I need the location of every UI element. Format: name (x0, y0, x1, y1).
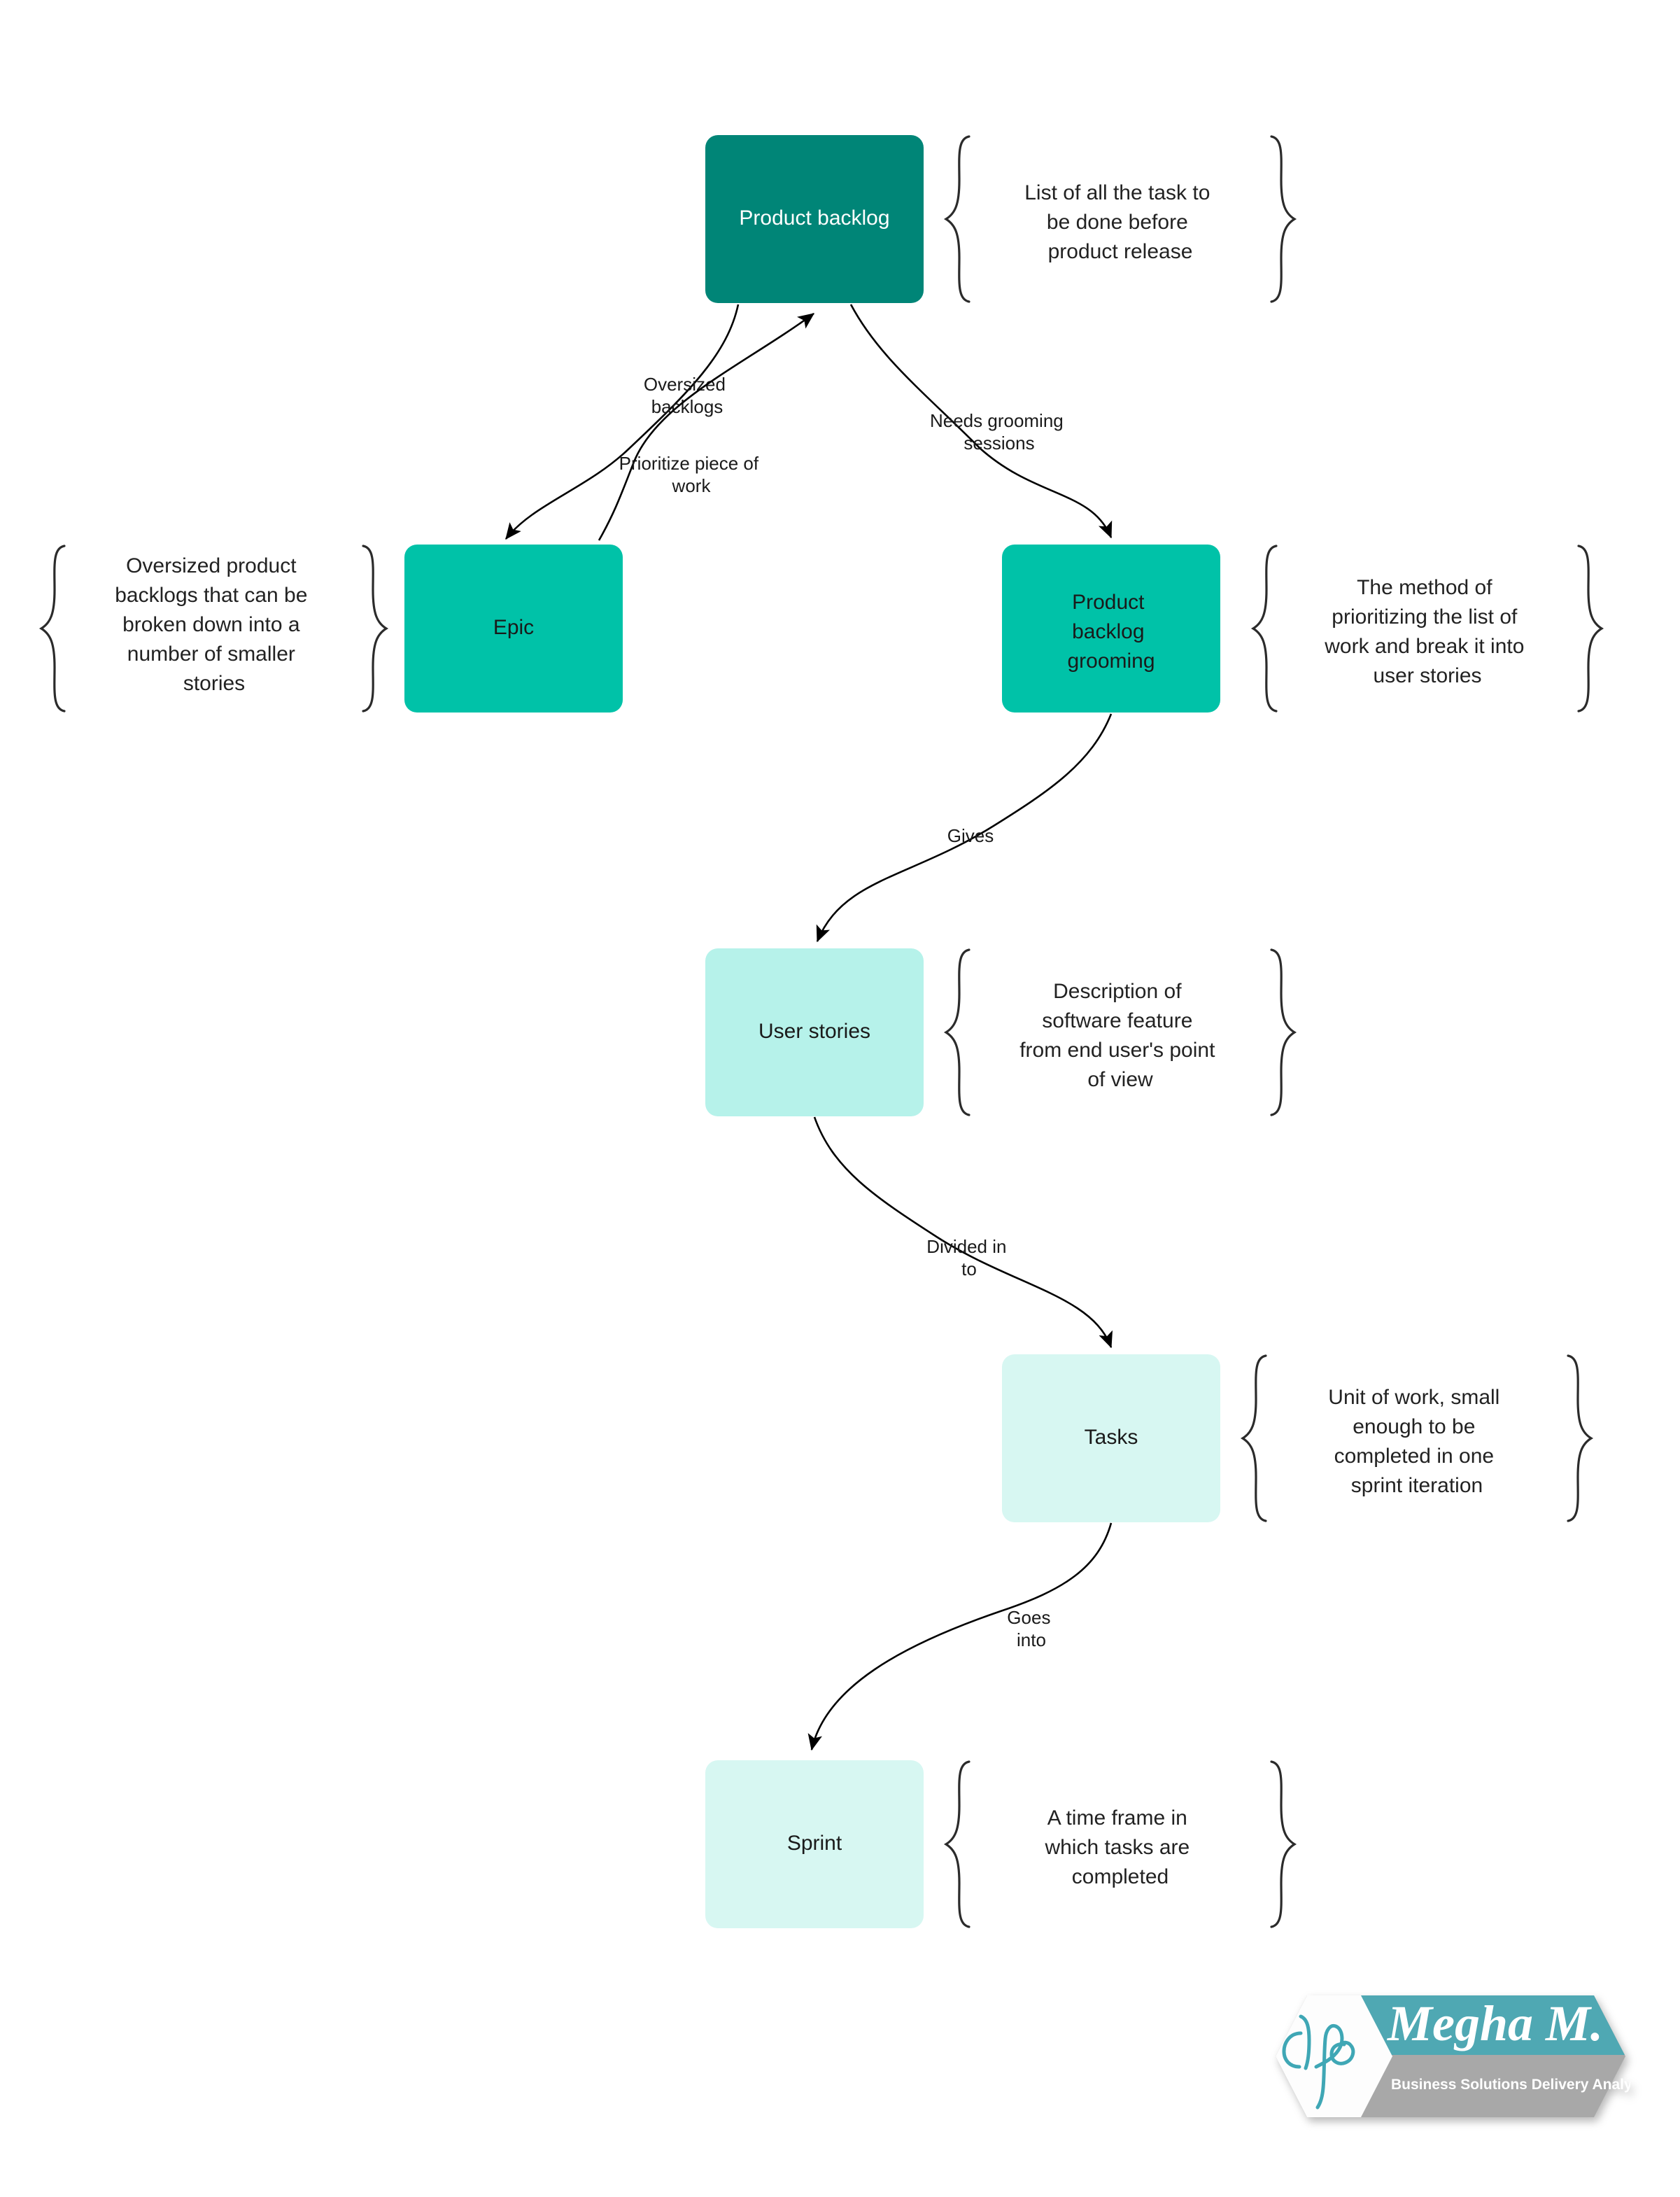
left-brace-icon (1250, 545, 1278, 713)
node-label-backlog-grooming: Product backlog grooming (1067, 591, 1155, 673)
node-label-product-backlog: Product backlog (739, 206, 889, 230)
edge-label-grooming-to-stories: Gives (947, 825, 994, 846)
edge-tasks-to-sprint: Goes into (807, 1522, 1113, 1751)
annotation-text-sprint: A time frame in which tasks are complete… (1044, 1806, 1195, 1888)
logo-monogram-icon (1282, 2014, 1355, 2110)
edge-backlog-to-epic: Oversized backlogs (504, 304, 740, 540)
logo-name: Megha M. (1387, 1995, 1603, 2051)
edge-path-backlog-to-grooming (849, 304, 1113, 539)
right-brace-icon (1270, 948, 1297, 1116)
edge-label-epic-to-backlog: Prioritize piece of work (619, 453, 764, 496)
edge-label-backlog-to-epic: Oversized backlogs (644, 374, 730, 417)
node-shape-product-backlog[interactable] (705, 135, 924, 303)
edge-path-epic-to-backlog (598, 312, 815, 541)
annotations-layer: List of all the task to be done before p… (38, 135, 1604, 1928)
node-shape-sprint[interactable] (705, 1760, 924, 1928)
node-shape-user-stories[interactable] (705, 948, 924, 1116)
edge-backlog-to-grooming: Needs grooming sessions (849, 304, 1113, 539)
left-brace-icon (1240, 1354, 1267, 1522)
node-sprint[interactable]: Sprint (705, 1760, 924, 1928)
edges-layer: Oversized backlogs Prioritize piece of w… (504, 304, 1113, 1751)
node-label-sprint: Sprint (787, 1832, 842, 1855)
edge-path-grooming-to-stories (816, 713, 1113, 943)
edge-grooming-to-stories: Gives (816, 713, 1113, 943)
edge-label-stories-to-tasks: Divided in to (926, 1236, 1011, 1279)
annotation-text-epic: Oversized product backlogs that can be b… (115, 554, 313, 695)
left-brace-icon (943, 1760, 970, 1928)
annotation-text-tasks: Unit of work, small enough to be complet… (1328, 1386, 1505, 1497)
node-label-epic: Epic (493, 616, 534, 639)
edge-path-stories-to-tasks (813, 1116, 1113, 1349)
node-backlog-grooming[interactable]: Product backlog grooming (1002, 545, 1220, 713)
logo-teal-band (1307, 1995, 1625, 2055)
node-shape-epic[interactable] (404, 545, 623, 713)
node-tasks[interactable]: Tasks (1002, 1354, 1220, 1522)
annotation-text-product-backlog: List of all the task to be done before p… (1024, 181, 1215, 263)
right-brace-icon (1577, 545, 1604, 713)
edge-path-backlog-to-epic (504, 304, 740, 540)
logo-tagline: Business Solutions Delivery Analyst (1391, 2077, 1630, 2093)
edge-epic-to-backlog: Prioritize piece of work (598, 312, 815, 541)
node-shape-tasks[interactable] (1002, 1354, 1220, 1522)
left-brace-icon (38, 545, 66, 713)
right-brace-icon (1270, 135, 1297, 303)
edge-label-tasks-to-sprint: Goes into (1007, 1607, 1055, 1650)
watermark-logo: Megha M. Business Solutions Delivery Ana… (1241, 1990, 1630, 2123)
node-product-backlog[interactable]: Product backlog (705, 135, 924, 303)
edge-path-tasks-to-sprint (807, 1522, 1113, 1751)
left-brace-icon (943, 948, 970, 1116)
annotation-epic-desc: Oversized product backlogs that can be b… (38, 545, 389, 713)
right-brace-icon (1567, 1354, 1594, 1522)
node-label-tasks: Tasks (1085, 1426, 1138, 1449)
left-brace-icon (943, 135, 970, 303)
annotation-user-stories-desc: Description of software feature from end… (943, 948, 1297, 1116)
annotation-tasks-desc: Unit of work, small enough to be complet… (1240, 1354, 1594, 1522)
annotation-text-user-stories: Description of software feature from end… (1019, 980, 1221, 1091)
edge-stories-to-tasks: Divided in to (813, 1116, 1113, 1349)
right-brace-icon (1270, 1760, 1297, 1928)
annotation-product-backlog-desc: List of all the task to be done before p… (943, 135, 1297, 303)
node-epic[interactable]: Epic (404, 545, 623, 713)
annotation-sprint-desc: A time frame in which tasks are complete… (943, 1760, 1297, 1928)
right-brace-icon (362, 545, 389, 713)
edge-label-backlog-to-grooming: Needs grooming sessions (930, 410, 1068, 454)
annotation-text-grooming: The method of prioritizing the list of w… (1324, 576, 1530, 687)
annotation-grooming-desc: The method of prioritizing the list of w… (1250, 545, 1604, 713)
nodes-layer: Product backlog Epic Product backlog gro… (404, 135, 1220, 1928)
node-label-user-stories: User stories (758, 1020, 870, 1043)
node-user-stories[interactable]: User stories (705, 948, 924, 1116)
node-shape-backlog-grooming[interactable] (1002, 545, 1220, 713)
